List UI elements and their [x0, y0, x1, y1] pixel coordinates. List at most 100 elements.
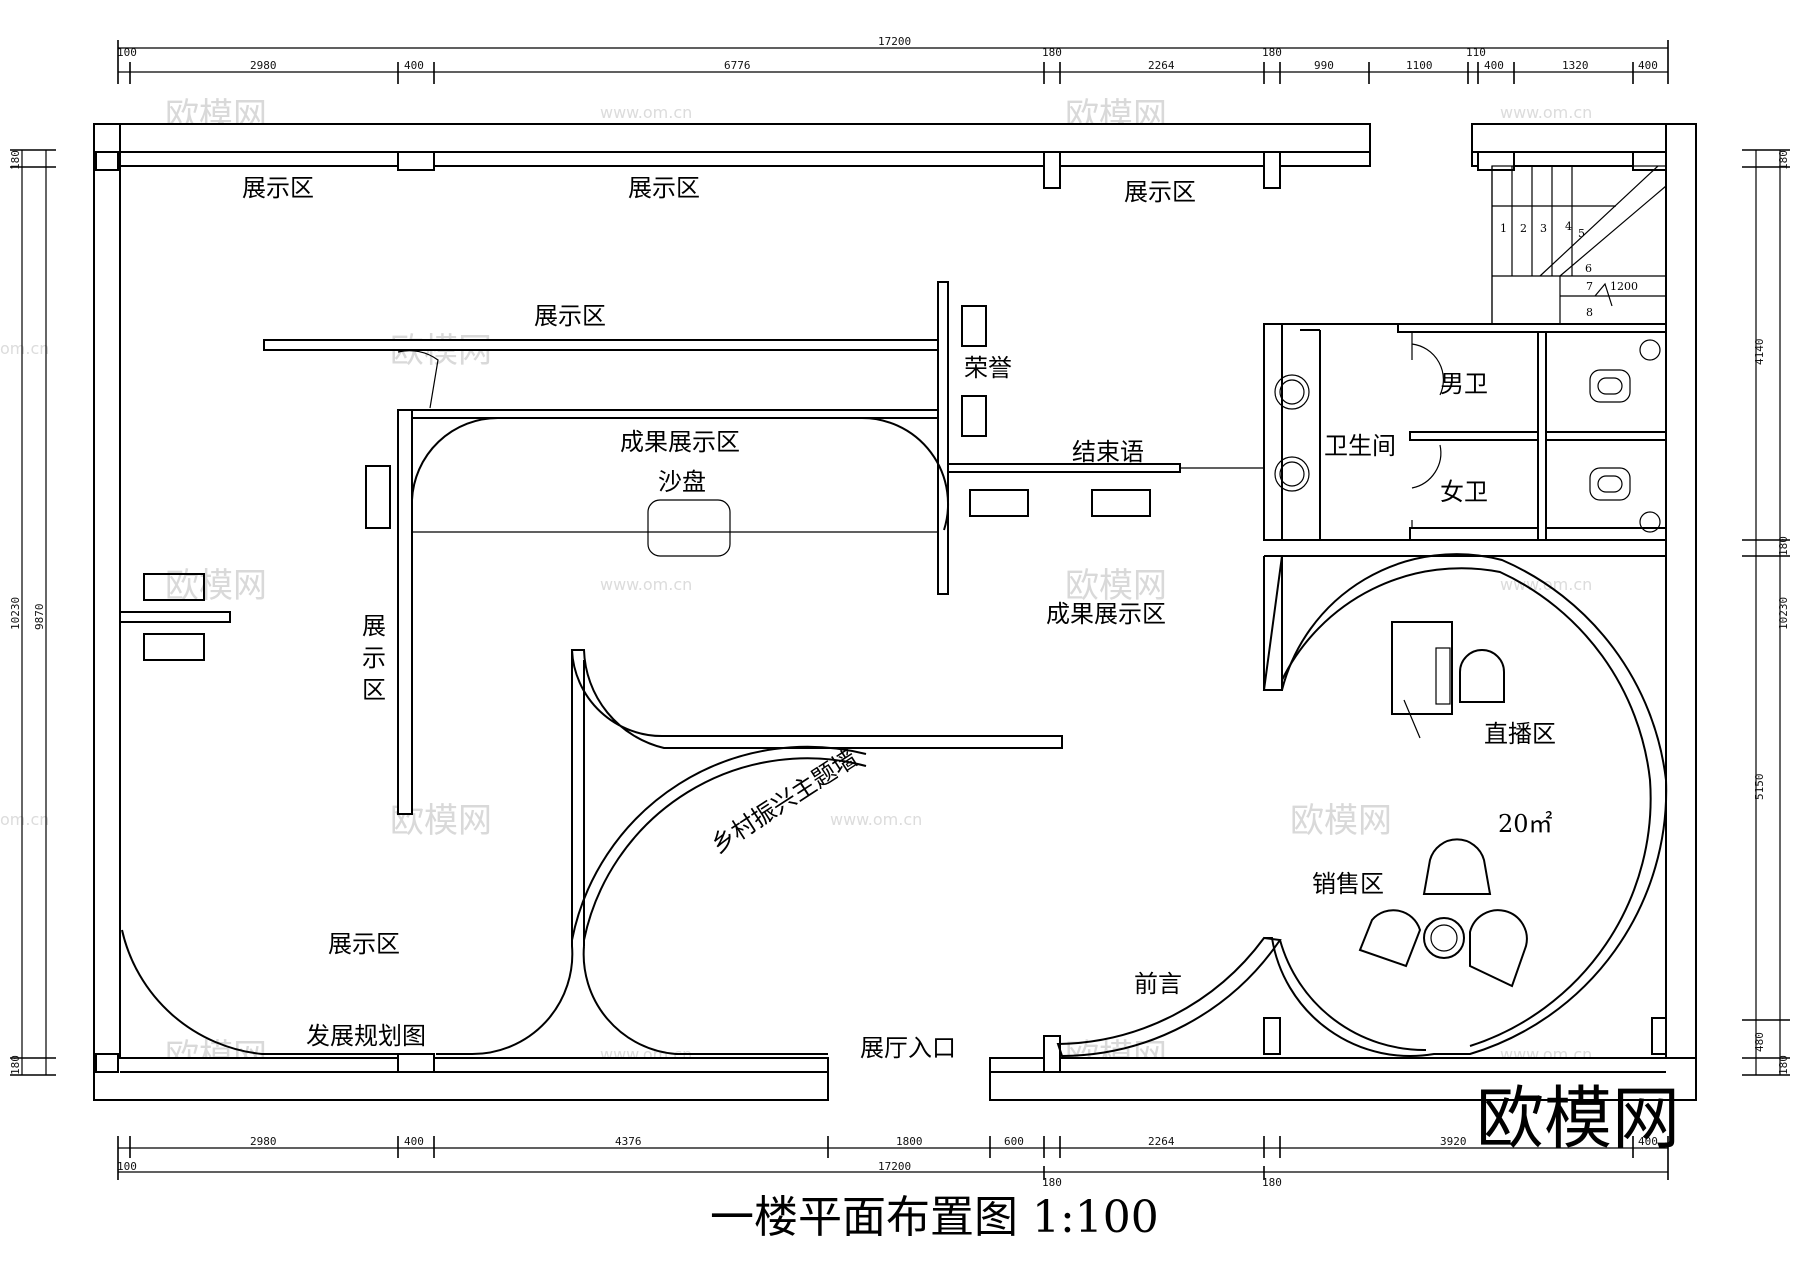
display-board: [961, 395, 987, 437]
coffee-table: [1423, 917, 1465, 959]
dim-label: 100: [117, 1160, 137, 1173]
bottom-wall-right: [989, 1057, 1697, 1101]
dim-label: 180: [1262, 46, 1282, 59]
watermark-text: 欧模网: [1290, 801, 1392, 841]
stair-step: 5: [1578, 227, 1585, 240]
armchair: [1358, 909, 1422, 968]
partition-wall: [937, 281, 949, 595]
column: [397, 1053, 435, 1073]
dim-label: 180: [1777, 536, 1790, 556]
stair-width: 1200: [1610, 280, 1638, 293]
column: [1651, 1017, 1667, 1055]
dim-label: 9870: [33, 604, 46, 631]
label-achievement-2: 成果展示区: [1046, 600, 1166, 628]
stair-step: 7: [1586, 280, 1593, 293]
label-mens-restroom: 男卫: [1440, 370, 1488, 398]
label-achievement-1: 成果展示区: [620, 428, 740, 456]
label-development-plan: 发展规划图: [306, 1022, 426, 1050]
label-restroom: 卫生间: [1324, 432, 1396, 460]
dim-label: 600: [1004, 1135, 1024, 1148]
watermarks: 欧模网 www.om.cn 欧模网 www.om.cn 欧模网 om.cn 欧模…: [0, 96, 1592, 1077]
top-wall: [93, 123, 1371, 167]
dim-label: 2264: [1148, 59, 1175, 72]
chair: [1459, 649, 1505, 703]
label-livestream: 直播区: [1484, 720, 1556, 748]
label-theme-wall: 乡村振兴主题墙: [706, 744, 862, 859]
desk: [1391, 621, 1453, 715]
label-exhibition-3: 展示区: [1124, 178, 1196, 206]
partition-wall: [947, 463, 1181, 473]
display-board: [143, 633, 205, 661]
column: [1632, 151, 1667, 171]
dim-label: 6776: [724, 59, 751, 72]
watermark-url: om.cn: [0, 339, 49, 358]
dim-label: 1100: [1406, 59, 1433, 72]
dim-label: 10230: [1777, 597, 1790, 630]
column: [1263, 151, 1281, 189]
dim-label: 180: [1777, 1055, 1790, 1075]
label-entrance: 展厅入口: [860, 1034, 956, 1062]
dim-label: 3920: [1440, 1135, 1467, 1148]
label-conclusion: 结束语: [1072, 438, 1144, 466]
display-board: [143, 573, 205, 601]
right-dimensions: 180 4140 180 10230 5150 480 180: [1742, 149, 1790, 1076]
partition-wall: [119, 611, 231, 623]
dim-label: 990: [1314, 59, 1334, 72]
watermark-url: www.om.cn: [1500, 103, 1592, 122]
left-wall: [93, 123, 121, 1101]
dim-label: 480: [1753, 1032, 1766, 1052]
display-board: [969, 489, 1029, 517]
column: [95, 151, 119, 171]
room-labels: 展示区 展示区 展示区 展示区 展 示 区 展示区 荣誉 成果展示区 沙盘 结束…: [242, 174, 1556, 1062]
stair-step: 8: [1586, 306, 1593, 319]
sand-table: [647, 499, 731, 557]
top-dimensions: 17200 100 2980 400 6776 180 2264 180 990…: [117, 35, 1669, 84]
label-exhibition-4: 展示区: [534, 302, 606, 330]
column: [1043, 1035, 1061, 1073]
display-board: [365, 465, 391, 529]
partition-wall: [263, 339, 945, 351]
stair-step: 2: [1520, 222, 1527, 235]
display-board: [1091, 489, 1151, 517]
label-exhibition-1: 展示区: [242, 174, 314, 202]
dim-label: 400: [404, 1135, 424, 1148]
dim-label: 180: [9, 1055, 22, 1075]
dim-bottom-total: 17200: [878, 1160, 911, 1173]
dim-label: 2980: [250, 1135, 277, 1148]
dim-label: 400: [1638, 59, 1658, 72]
label-honor: 荣誉: [964, 354, 1012, 382]
label-exhibition-vertical: 区: [362, 676, 386, 704]
watermark-url: www.om.cn: [600, 575, 692, 594]
drawing-title: 一楼平面布置图 1:100: [710, 1192, 1159, 1243]
dim-label: 180: [1042, 46, 1062, 59]
armchair: [1422, 838, 1492, 895]
dim-label: 5150: [1753, 774, 1766, 801]
dim-label: 180: [9, 150, 22, 170]
dim-label: 2980: [250, 59, 277, 72]
label-sand-table: 沙盘: [658, 468, 706, 496]
label-womens-restroom: 女卫: [1440, 478, 1488, 506]
label-exhibition-vertical: 展: [362, 612, 386, 640]
label-preface: 前言: [1134, 970, 1182, 998]
label-area: 20㎡: [1498, 810, 1553, 838]
watermark-url: om.cn: [0, 810, 49, 829]
dim-label: 400: [1484, 59, 1504, 72]
dim-label: 4140: [1753, 339, 1766, 366]
column: [1477, 151, 1515, 171]
restroom-block: [1180, 323, 1667, 541]
watermark-url: www.om.cn: [830, 810, 922, 829]
stair-step: 1: [1500, 222, 1507, 235]
dim-label: 110: [1466, 46, 1486, 59]
staircase: 1 2 3 4 5 6 7 8 1200: [1491, 165, 1667, 325]
label-exhibition-vertical: 示: [362, 644, 386, 672]
watermark-text: 欧模网: [1065, 566, 1167, 606]
dim-label: 180: [1262, 1176, 1282, 1189]
dim-label: 180: [1777, 150, 1790, 170]
left-dimensions: 180 10230 9870 180: [9, 149, 56, 1076]
label-exhibition-2: 展示区: [628, 174, 700, 202]
display-board: [961, 305, 987, 347]
dim-top-total: 17200: [878, 35, 911, 48]
dim-label: 180: [1042, 1176, 1062, 1189]
column: [397, 151, 435, 171]
